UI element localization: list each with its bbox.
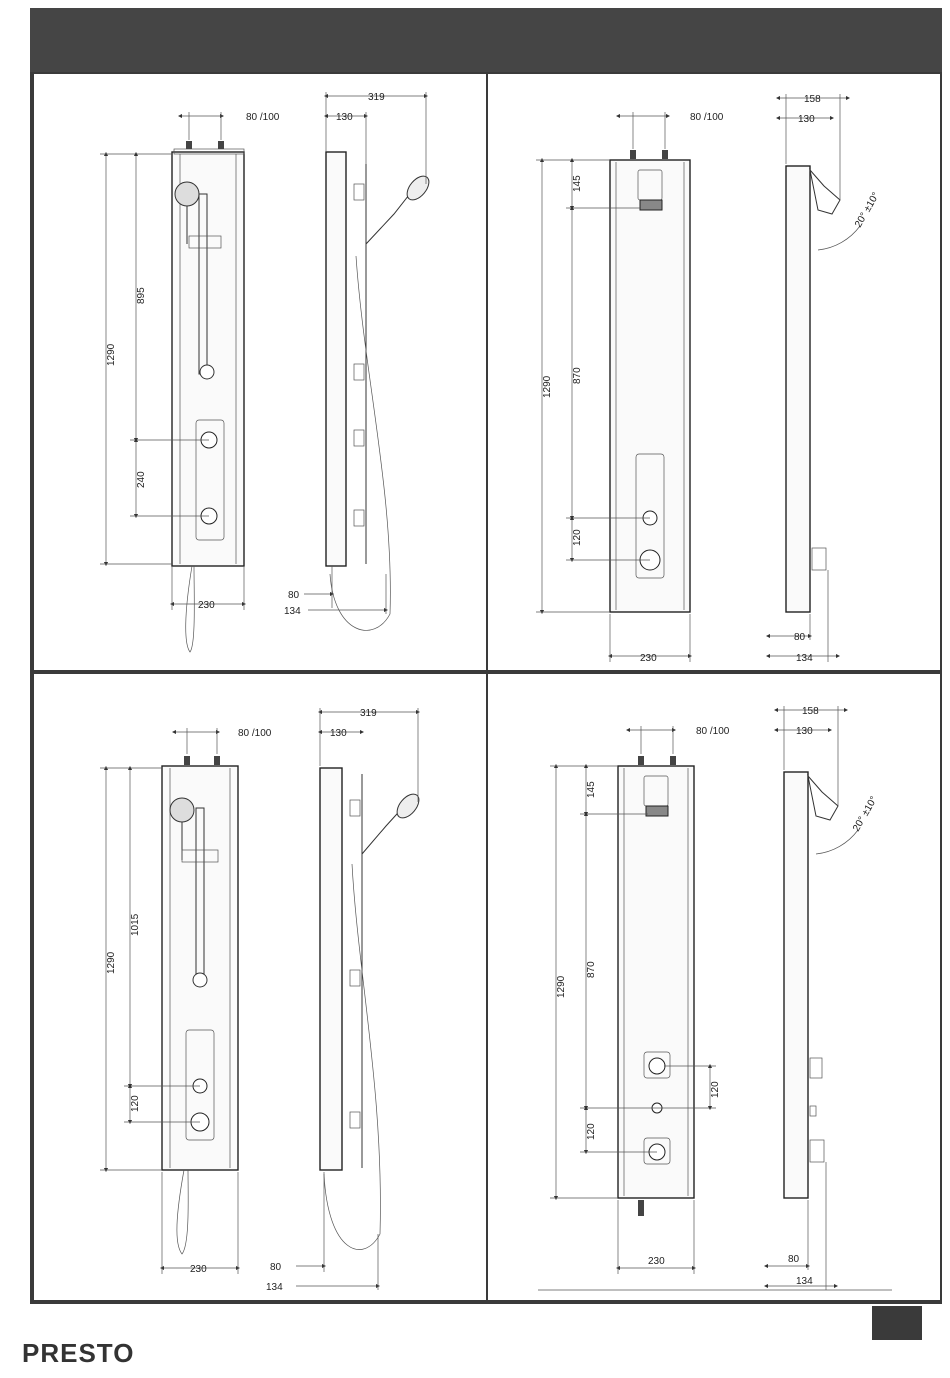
dim-middle: 870 <box>572 367 583 384</box>
dim-middle: 870 <box>586 961 597 978</box>
rail-knob <box>200 365 214 379</box>
fixed-shower-head <box>646 806 668 816</box>
side-angled-head <box>808 776 838 820</box>
dim-base: 134 <box>266 1282 283 1293</box>
dim-foot: 80 <box>288 590 300 601</box>
dim-lower: 120 <box>572 529 583 546</box>
control-upper <box>649 1058 665 1074</box>
front-view-body <box>618 766 694 1198</box>
dim-inlet: 80 /100 <box>246 112 280 123</box>
dim-foot: 80 <box>270 1262 282 1273</box>
dim-inlet: 80 /100 <box>238 728 272 739</box>
inlet-left <box>638 756 644 765</box>
dim-foot: 80 <box>794 632 806 643</box>
drawing-fixed-head-panel: 1290 145 870 120 230 80 /100 20° ±10° 15… <box>488 74 940 670</box>
dim-width: 230 <box>190 1264 207 1275</box>
front-view-body <box>162 766 238 1170</box>
side-angled-head <box>810 170 840 214</box>
dim-side: 120 <box>710 1081 721 1098</box>
drawing-hand-shower-panel-2: 1290 1015 120 230 80 /100 319 130 80 134 <box>34 674 486 1300</box>
panel-top-right: 1290 145 870 120 230 80 /100 20° ±10° 15… <box>486 72 942 672</box>
dim-base: 134 <box>796 1276 813 1287</box>
fixed-shower-head <box>640 200 662 210</box>
front-view-body <box>172 152 244 566</box>
dim-foot: 80 <box>788 1254 800 1265</box>
dim-angle: 20° ±10° <box>853 191 882 230</box>
dim-height: 1290 <box>106 343 117 366</box>
drawing-fixed-head-panel-2: 1290 145 870 120 120 230 80 /100 20° ±10… <box>488 674 940 1300</box>
inlet-left <box>630 150 636 159</box>
inlet-left <box>186 141 192 149</box>
dim-lower: 120 <box>130 1095 141 1112</box>
header-bar <box>30 8 942 72</box>
inlet-right <box>670 756 676 765</box>
hand-shower-head <box>175 182 199 206</box>
drawing-hand-shower-panel: 1290 895 240 230 80 /100 319 130 80 134 <box>34 74 486 670</box>
dim-base: 134 <box>284 606 301 617</box>
dim-angle: 20° ±10° <box>851 795 880 834</box>
page-number-box <box>872 1306 922 1340</box>
dim-height: 1290 <box>542 375 553 398</box>
panel-bottom-right: 1290 145 870 120 120 230 80 /100 20° ±10… <box>486 672 942 1302</box>
dim-depth: 319 <box>368 92 385 103</box>
side-view-body <box>326 152 346 566</box>
side-view-body <box>784 772 808 1198</box>
rail-knob <box>193 973 207 987</box>
dim-lower: 240 <box>136 471 147 488</box>
panel-bottom-left: 1290 1015 120 230 80 /100 319 130 80 134 <box>32 672 488 1302</box>
dim-inlet: 80 /100 <box>696 726 730 737</box>
dim-top: 145 <box>572 175 583 192</box>
dim-arm: 130 <box>330 728 347 739</box>
dim-depth: 158 <box>802 706 819 717</box>
dim-height: 1290 <box>106 951 117 974</box>
dim-arm: 130 <box>336 112 353 123</box>
dim-upper: 895 <box>136 287 147 304</box>
inlet-right <box>662 150 668 159</box>
inlet-left <box>184 756 190 765</box>
side-hand-shower <box>393 790 423 822</box>
side-view-body <box>786 166 810 612</box>
dim-top: 145 <box>586 781 597 798</box>
dim-upper: 1015 <box>130 913 141 936</box>
dim-height: 1290 <box>556 975 567 998</box>
dim-depth: 158 <box>804 94 821 105</box>
inlet-right <box>218 141 224 149</box>
panel-top-left: 1290 895 240 230 80 /100 319 130 80 134 <box>32 72 488 672</box>
side-hand-shower <box>403 172 433 204</box>
dim-arm: 130 <box>796 726 813 737</box>
dim-width: 230 <box>640 653 657 664</box>
inlet-right <box>214 756 220 765</box>
dim-base: 134 <box>796 653 813 664</box>
dim-lower: 120 <box>586 1123 597 1140</box>
dim-arm: 130 <box>798 114 815 125</box>
brand-logo: PRESTO <box>22 1338 134 1369</box>
front-view-body <box>610 160 690 612</box>
dim-width: 230 <box>648 1256 665 1267</box>
side-view-body <box>320 768 342 1170</box>
dim-width: 230 <box>198 600 215 611</box>
dim-depth: 319 <box>360 708 377 719</box>
hand-shower-head <box>170 798 194 822</box>
dim-inlet: 80 /100 <box>690 112 724 123</box>
